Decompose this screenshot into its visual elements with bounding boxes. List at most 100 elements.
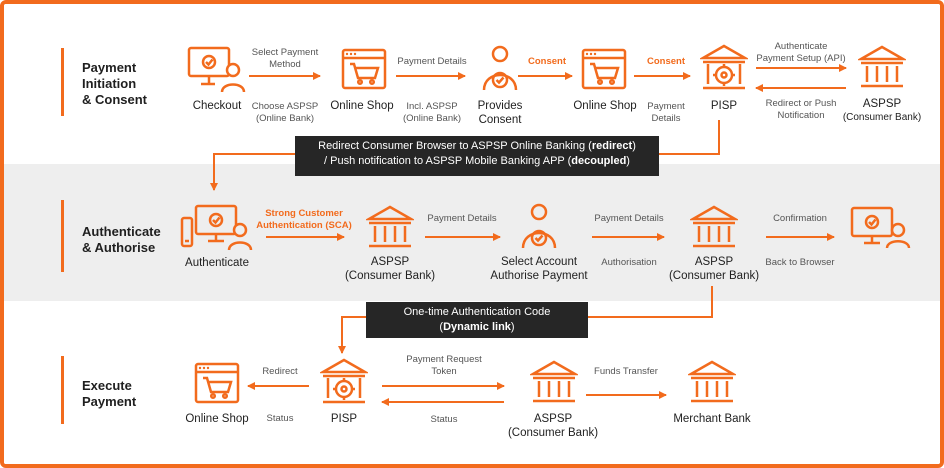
- label-line: Provides: [477, 100, 523, 112]
- label-line: ASPSP: [370, 256, 410, 268]
- note-line: Select Payment: [251, 47, 319, 58]
- stage-title-line: Authenticate: [82, 224, 161, 239]
- node-aspsp: ASPSP (Consumer Bank): [345, 255, 435, 283]
- note-payment-details: Payment Details: [427, 213, 497, 224]
- banner-bold: decoupled: [571, 155, 627, 167]
- label-line: Authorise Payment: [490, 270, 588, 282]
- note-payment-details: Payment Details: [397, 56, 467, 67]
- stage-bar: [61, 356, 64, 424]
- stage-title-line: Payment: [82, 394, 137, 409]
- note-line: Authentication (SCA): [256, 220, 352, 231]
- label-line: (Consumer Bank): [668, 270, 760, 282]
- note-line: (Online Bank): [255, 113, 315, 124]
- note-line: Payment Request: [406, 354, 482, 365]
- label-line: (Consumer Bank): [507, 427, 599, 439]
- note-line: Strong Customer: [265, 208, 343, 219]
- note-status: Status: [430, 414, 458, 425]
- stage-title-authenticate: Authenticate & Authorise: [82, 224, 161, 256]
- bank-icon: [690, 205, 738, 248]
- note-line: Redirect or Push: [765, 98, 837, 109]
- banner-line: One-time Authentication Code: [403, 306, 551, 318]
- note-status: Status: [266, 413, 294, 424]
- stage-title-line: Initiation: [82, 76, 137, 91]
- node-pisp: PISP: [330, 413, 358, 425]
- bank-icon: [688, 360, 736, 403]
- note-redirect: Redirect: [262, 366, 298, 377]
- node-aspsp: ASPSP (Consumer Bank): [508, 412, 598, 440]
- note-incl-aspsp: Incl. ASPSP (Online Bank): [403, 101, 461, 125]
- node-aspsp: ASPSP (Consumer Bank): [669, 255, 759, 283]
- banner-line: Redirect Consumer Browser to ASPSP Onlin…: [303, 139, 651, 154]
- bank-icon: [530, 360, 578, 403]
- banner-bold: redirect: [591, 140, 633, 152]
- note-payment-details: Payment Details: [647, 101, 685, 125]
- banner-redirect-decoupled: Redirect Consumer Browser to ASPSP Onlin…: [295, 136, 659, 176]
- node-provides-consent: Provides Consent: [478, 99, 523, 127]
- stage-bar: [61, 200, 64, 272]
- note-line: Payment: [647, 101, 685, 112]
- label-line: (Consumer Bank): [842, 112, 922, 123]
- note-choose-aspsp: Choose ASPSP (Online Bank): [252, 101, 319, 125]
- banner-one-time-code: One-time Authentication Code (Dynamic li…: [366, 302, 588, 338]
- note-line: Payment Setup (API): [756, 53, 846, 64]
- bank-icon: [366, 205, 414, 248]
- banner-text: (: [439, 321, 444, 333]
- node-merchant-bank: Merchant Bank: [673, 413, 751, 425]
- note-line: Method: [269, 59, 301, 70]
- note-authorisation: Authorisation: [601, 257, 657, 268]
- note-line: Notification: [777, 110, 825, 121]
- connector-arrows: [210, 64, 847, 406]
- person-monitor-icon: [187, 46, 246, 93]
- banner-text: / Push notification to ASPSP Mobile Bank…: [324, 155, 572, 167]
- stage-title-payment-initiation: Payment Initiation & Consent: [82, 60, 147, 108]
- banner-line: (Dynamic link): [374, 320, 580, 335]
- note-authenticate-setup: Authenticate Payment Setup (API): [756, 41, 845, 65]
- node-authenticate: Authenticate: [185, 257, 249, 269]
- node-online-shop: Online Shop: [185, 413, 249, 425]
- banner-text: ): [510, 321, 515, 333]
- label-line: ASPSP: [862, 98, 902, 110]
- note-confirmation: Confirmation: [773, 213, 827, 224]
- label-line: Select Account: [500, 256, 578, 268]
- stage-title-execute: Execute Payment: [82, 378, 136, 410]
- note-line: Token: [431, 366, 457, 377]
- note-line: Authenticate: [774, 41, 828, 52]
- note-back-to-browser: Back to Browser: [765, 257, 835, 268]
- stage-title-line: Execute: [82, 378, 132, 393]
- note-consent: Consent: [528, 56, 566, 67]
- banner-text: ): [626, 155, 630, 167]
- monitor-check-icon: [850, 206, 911, 249]
- note-payment-request: Payment Request Token: [406, 354, 482, 378]
- person-devices-icon: [180, 204, 253, 251]
- note-select-payment: Select Payment Method: [252, 47, 319, 71]
- banner-text: ): [632, 140, 636, 152]
- note-line: Details: [651, 113, 681, 124]
- label-line: ASPSP: [694, 256, 734, 268]
- stage-title-line: & Authorise: [82, 240, 156, 255]
- person-check-icon: [482, 45, 518, 91]
- node-online-shop: Online Shop: [330, 100, 394, 112]
- shopping-cart-icon: [341, 48, 387, 90]
- shopping-cart-icon: [194, 362, 240, 404]
- note-funds-transfer: Funds Transfer: [594, 366, 658, 377]
- note-sca: Strong Customer Authentication (SCA): [256, 208, 352, 232]
- banner-bold: Dynamic link: [443, 321, 511, 333]
- note-consent: Consent: [647, 56, 685, 67]
- node-pisp: PISP: [710, 100, 738, 112]
- note-redirect-push: Redirect or Push Notification: [766, 98, 837, 122]
- person-check-icon: [521, 203, 557, 249]
- note-line: Incl. ASPSP: [406, 101, 458, 112]
- label-line: (Consumer Bank): [344, 270, 436, 282]
- note-line: (Online Bank): [402, 113, 462, 124]
- shopping-cart-icon: [581, 48, 627, 90]
- stage-title-line: Payment: [82, 60, 137, 75]
- bank-gear-icon: [320, 358, 368, 404]
- stage-bar: [61, 48, 64, 116]
- stage-title-line: & Consent: [82, 92, 147, 107]
- note-line: Choose ASPSP: [251, 101, 319, 112]
- label-line: Consent: [478, 114, 522, 126]
- label-line: ASPSP: [533, 413, 573, 425]
- node-aspsp: ASPSP (Consumer Bank): [843, 97, 921, 125]
- node-checkout: Checkout: [192, 100, 242, 112]
